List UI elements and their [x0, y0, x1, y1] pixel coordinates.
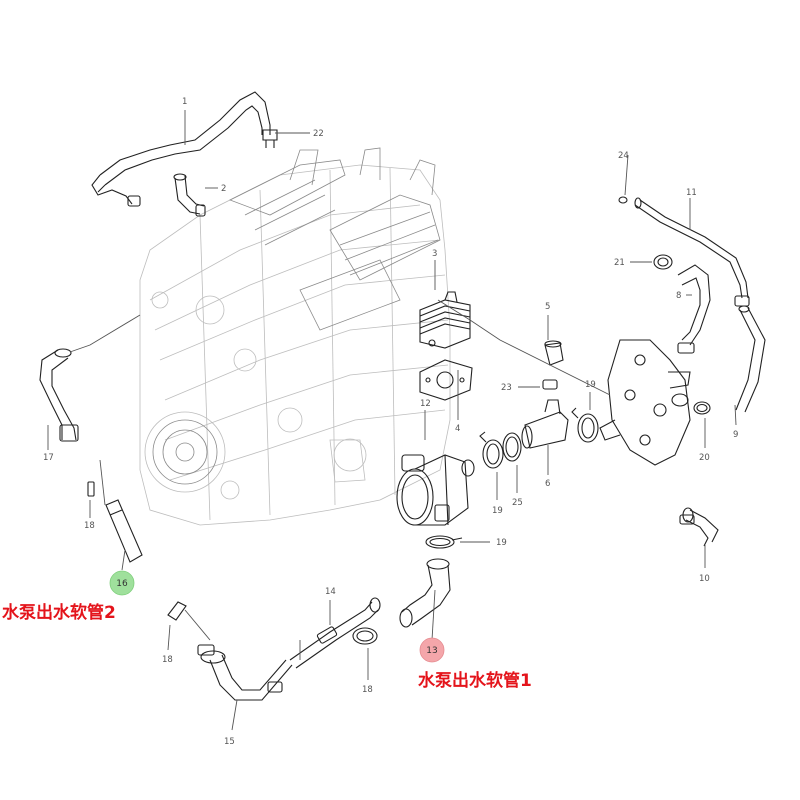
- label-part-21: 21: [614, 258, 625, 268]
- badge-13-number: 13: [426, 646, 437, 656]
- callout-label-hose-1: 水泵出水软管1: [418, 670, 532, 691]
- badge-13: [419, 637, 445, 663]
- part-17-elbow-hose: [39, 348, 79, 442]
- part-22-clip: [262, 129, 278, 148]
- label-part-4: 4: [455, 424, 460, 434]
- part-19-clamp-right: [571, 407, 599, 443]
- badge-16: [109, 570, 135, 596]
- part-12-water-pump: [396, 454, 475, 526]
- label-part-24: 24: [618, 151, 629, 161]
- part-13-pump-outlet-hose-1: [399, 558, 451, 628]
- label-part-8: 8: [676, 291, 681, 301]
- part-1-bypass-pipe: [91, 91, 271, 207]
- part-19-clamp-bottom: [425, 535, 463, 549]
- label-part-19-bottom: 19: [496, 538, 507, 548]
- part-3-oil-cooler: [419, 291, 471, 349]
- part-16-pump-outlet-hose-2: [105, 499, 143, 563]
- label-part-25: 25: [512, 498, 523, 508]
- badge-16-number: 16: [116, 579, 128, 589]
- part-23-clip: [542, 379, 558, 390]
- label-part-9: 9: [733, 430, 738, 440]
- part-24-cap: [618, 196, 628, 204]
- label-part-23: 23: [501, 383, 512, 393]
- engine-block-sketch: [139, 147, 451, 526]
- label-part-18-lower: 18: [362, 685, 373, 695]
- leader-lines: [47, 110, 737, 731]
- part-6-t-connector: [521, 399, 569, 449]
- part-21-clamp: [653, 254, 673, 270]
- thermostat-housing: [599, 339, 691, 466]
- label-part-5: 5: [545, 302, 550, 312]
- callout-hose-2: 16 水泵出水软管2: [2, 570, 135, 623]
- part-18-clip-left: [87, 481, 95, 497]
- callout-hose-1: 13 水泵出水软管1: [418, 637, 532, 691]
- label-part-17: 17: [43, 453, 54, 463]
- label-part-14: 14: [325, 587, 336, 597]
- part-19-clamp-left: [479, 431, 504, 469]
- part-2-elbow-hose: [173, 173, 206, 217]
- label-part-19-left: 19: [492, 506, 503, 516]
- part-14-lower-pipe: [289, 597, 381, 669]
- part-9-hose: [734, 295, 766, 413]
- callout-label-hose-2: 水泵出水软管2: [2, 602, 116, 623]
- label-part-20: 20: [699, 453, 710, 463]
- label-part-11: 11: [686, 188, 697, 198]
- part-4-gasket-plate: [419, 359, 473, 401]
- part-5-fitting: [544, 340, 564, 366]
- part-11-thin-pipe: [634, 197, 749, 299]
- label-part-1: 1: [182, 97, 187, 107]
- label-part-15: 15: [224, 737, 235, 747]
- part-20-clamp: [693, 401, 711, 415]
- part-18-clamp-lower: [352, 627, 378, 645]
- part-number-labels: 1 2 22 3 4 5 23 6 19 19 25 12 19 14 18 1…: [43, 97, 738, 747]
- part-15-lower-hose: [197, 644, 293, 701]
- label-part-12: 12: [420, 399, 431, 409]
- part-10-elbow-hose: [679, 507, 719, 547]
- label-part-10: 10: [699, 574, 710, 584]
- part-8-hose: [677, 264, 711, 354]
- part-25-o-ring: [502, 432, 522, 462]
- label-part-22: 22: [313, 129, 324, 139]
- label-part-2: 2: [221, 184, 226, 194]
- label-part-19-right: 19: [585, 380, 596, 390]
- part-18-clip-mid: [167, 601, 187, 621]
- label-part-18-mid: 18: [162, 655, 173, 665]
- label-part-6: 6: [545, 479, 550, 489]
- label-part-3: 3: [432, 249, 437, 259]
- label-part-18-left: 18: [84, 521, 95, 531]
